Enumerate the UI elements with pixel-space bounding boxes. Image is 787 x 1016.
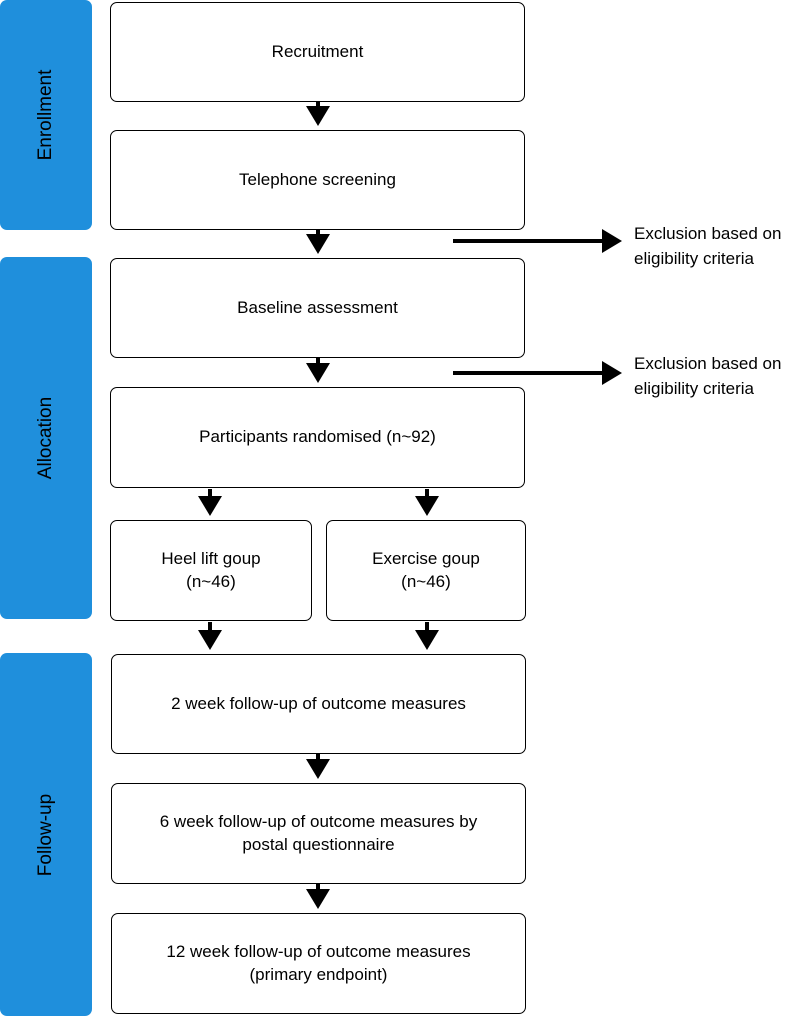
week6-followup-box: 6 week follow-up of outcome measures by … — [111, 783, 526, 884]
week2-followup-box: 2 week follow-up of outcome measures — [111, 654, 526, 754]
heel-lift-group-text: Heel lift goup (n~46) — [161, 548, 261, 591]
week12-followup-text: 12 week follow-up of outcome measures (p… — [166, 941, 471, 984]
week6-followup-text: 6 week follow-up of outcome measures by … — [159, 811, 478, 854]
followup-phase-bar: Follow-up — [0, 653, 92, 1016]
allocation-phase-bar: Allocation — [0, 257, 92, 619]
randomised-box: Participants randomised (n~92) — [110, 387, 525, 488]
recruitment-box: Recruitment — [110, 2, 525, 102]
heel-lift-group-box: Heel lift goup (n~46) — [110, 520, 312, 621]
week12-followup-box: 12 week follow-up of outcome measures (p… — [111, 913, 526, 1014]
baseline-assessment-text: Baseline assessment — [237, 297, 398, 317]
baseline-assessment-box: Baseline assessment — [110, 258, 525, 358]
exclusion-text-1: Exclusion based on eligibility criteria — [634, 224, 782, 268]
randomised-text: Participants randomised (n~92) — [199, 427, 436, 447]
exercise-group-text: Exercise goup (n~46) — [372, 548, 480, 591]
telephone-screening-box: Telephone screening — [110, 130, 525, 230]
exclusion-text-2: Exclusion based on eligibility criteria — [634, 354, 782, 398]
week2-followup-text: 2 week follow-up of outcome measures — [171, 693, 466, 713]
recruitment-text: Recruitment — [271, 41, 364, 61]
exercise-group-box: Exercise goup (n~46) — [326, 520, 526, 621]
telephone-screening-text: Telephone screening — [239, 169, 396, 189]
enrollment-phase-bar: Enrollment — [0, 0, 92, 230]
